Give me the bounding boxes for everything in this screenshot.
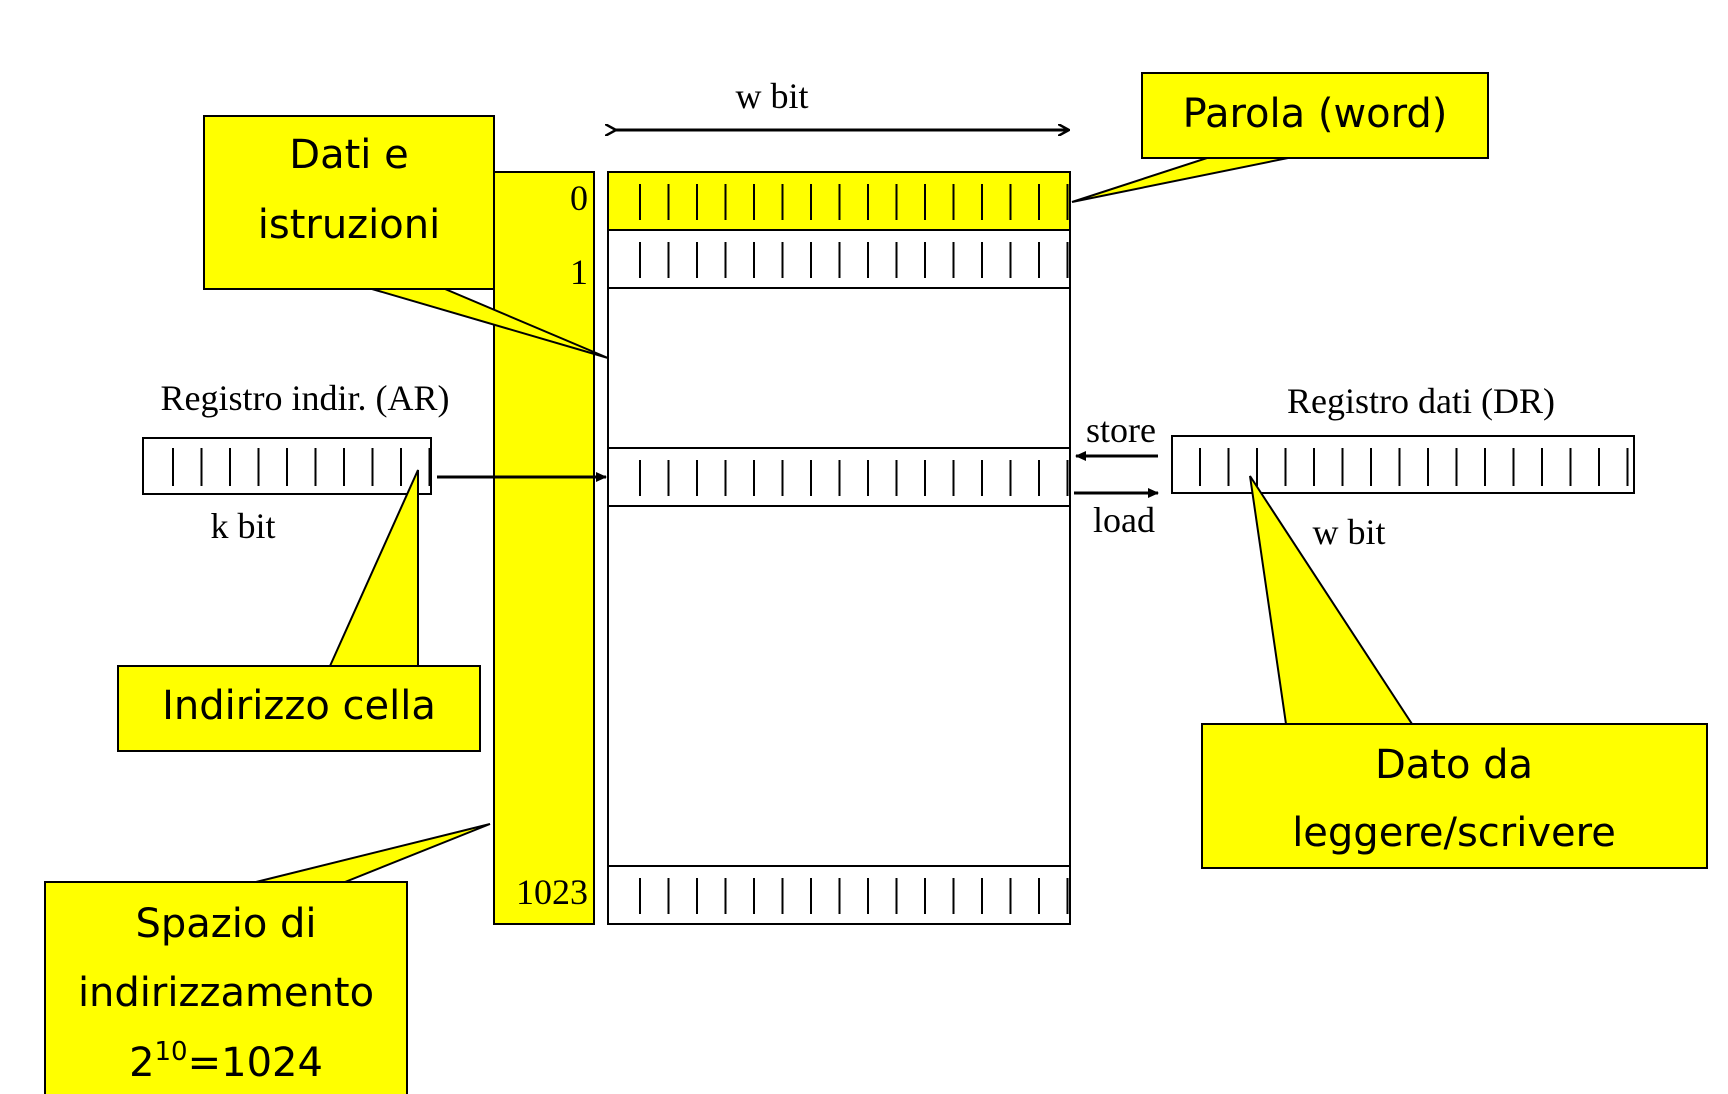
callout-dato-line1: Dato da [1375, 742, 1533, 788]
memory-word-0-bits [639, 184, 1069, 220]
store-label: store [1086, 410, 1156, 450]
callout-spazio-formula: 210=1024 [129, 1037, 323, 1086]
memory-word-1023-bits [639, 878, 1069, 914]
address-1-label: 1 [570, 252, 588, 292]
callout-dati-istruzioni: Dati e istruzioni [203, 115, 609, 359]
ar-title: Registro indir. (AR) [161, 378, 450, 418]
address-0-label: 0 [570, 178, 588, 218]
dr-title: Registro dati (DR) [1287, 381, 1555, 421]
k-bit-label: k bit [210, 506, 275, 546]
memory-word-selected-bits [639, 460, 1069, 496]
callout-parola: Parola (word) [1071, 72, 1489, 203]
callout-spazio-line1: Spazio di [135, 901, 316, 947]
callout-dati-line1: Dati e [289, 132, 408, 178]
callout-parola-text: Parola (word) [1183, 91, 1448, 137]
callout-indirizzo-text: Indirizzo cella [162, 683, 436, 729]
address-1023-label: 1023 [516, 872, 588, 912]
data-register [1171, 435, 1635, 494]
load-label: load [1093, 500, 1155, 540]
memory-block [607, 171, 1071, 925]
memory-word-1-bits [639, 242, 1069, 278]
callout-spazio-indirizzamento: Spazio di indirizzamento 210=1024 [44, 823, 491, 1094]
data-register-bits [1199, 448, 1629, 486]
callout-dato-line2: leggere/scrivere [1292, 810, 1616, 856]
address-space-column [493, 171, 595, 925]
callout-indirizzo-cella: Indirizzo cella [117, 469, 481, 752]
callout-spazio-line2: indirizzamento [78, 970, 374, 1016]
address-register-bits [172, 448, 431, 486]
w-bit-top-label: w bit [735, 76, 808, 116]
callout-dato-leggere-scrivere: Dato da leggere/scrivere [1201, 475, 1708, 869]
callout-dati-line2: istruzioni [258, 202, 440, 248]
w-bit-dr-label: w bit [1312, 512, 1385, 552]
